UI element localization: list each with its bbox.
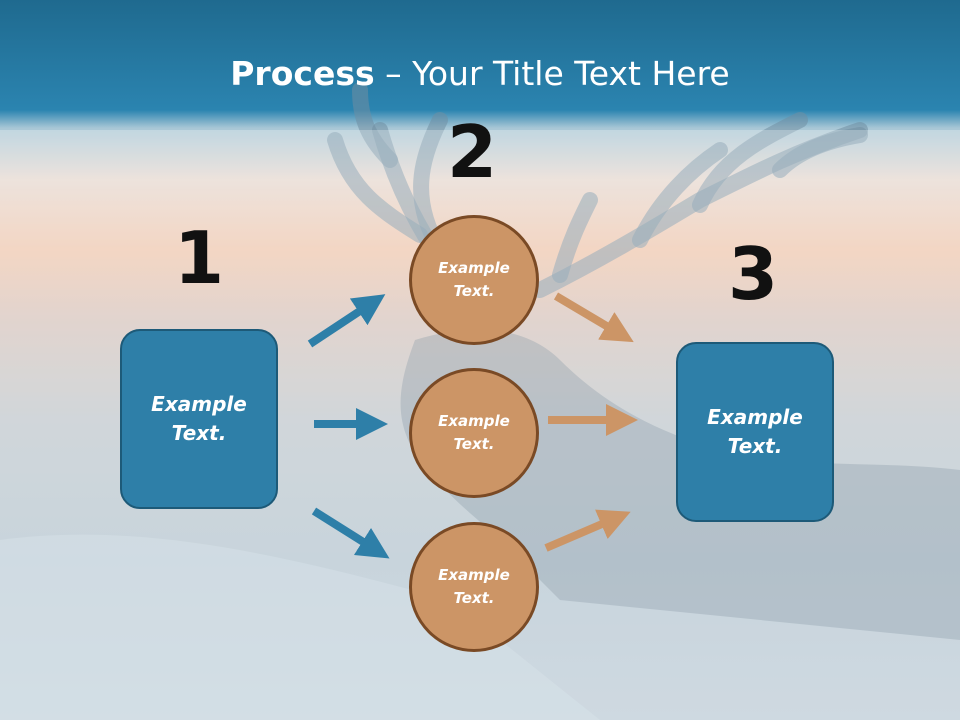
slide-title: Process – Your Title Text Here [0,52,960,96]
step-3-box: Example Text. [676,342,834,522]
step-1-box: Example Text. [120,329,278,509]
arrow-top-to-right [553,292,634,343]
arrow-bottom-to-right [544,509,631,552]
step-1-box-text: Example Text. [151,392,247,445]
step-2-circle-bottom: Example Text. [409,522,539,652]
circle-middle-text: Example Text. [438,412,510,453]
step-number-1: 1 [173,216,225,300]
step-2-circle-top: Example Text. [409,215,539,345]
arrow-left-to-top [307,294,386,348]
circle-bottom-text: Example Text. [438,566,510,607]
circle-top-text: Example Text. [438,259,510,300]
step-3-box-text: Example Text. [707,405,803,458]
title-bold: Process [230,54,375,93]
step-number-2: 2 [446,110,498,194]
step-2-circle-middle: Example Text. [409,368,539,498]
title-rest: – Your Title Text Here [374,54,730,93]
arrow-left-to-bottom [311,507,390,559]
step-number-3: 3 [727,232,779,316]
